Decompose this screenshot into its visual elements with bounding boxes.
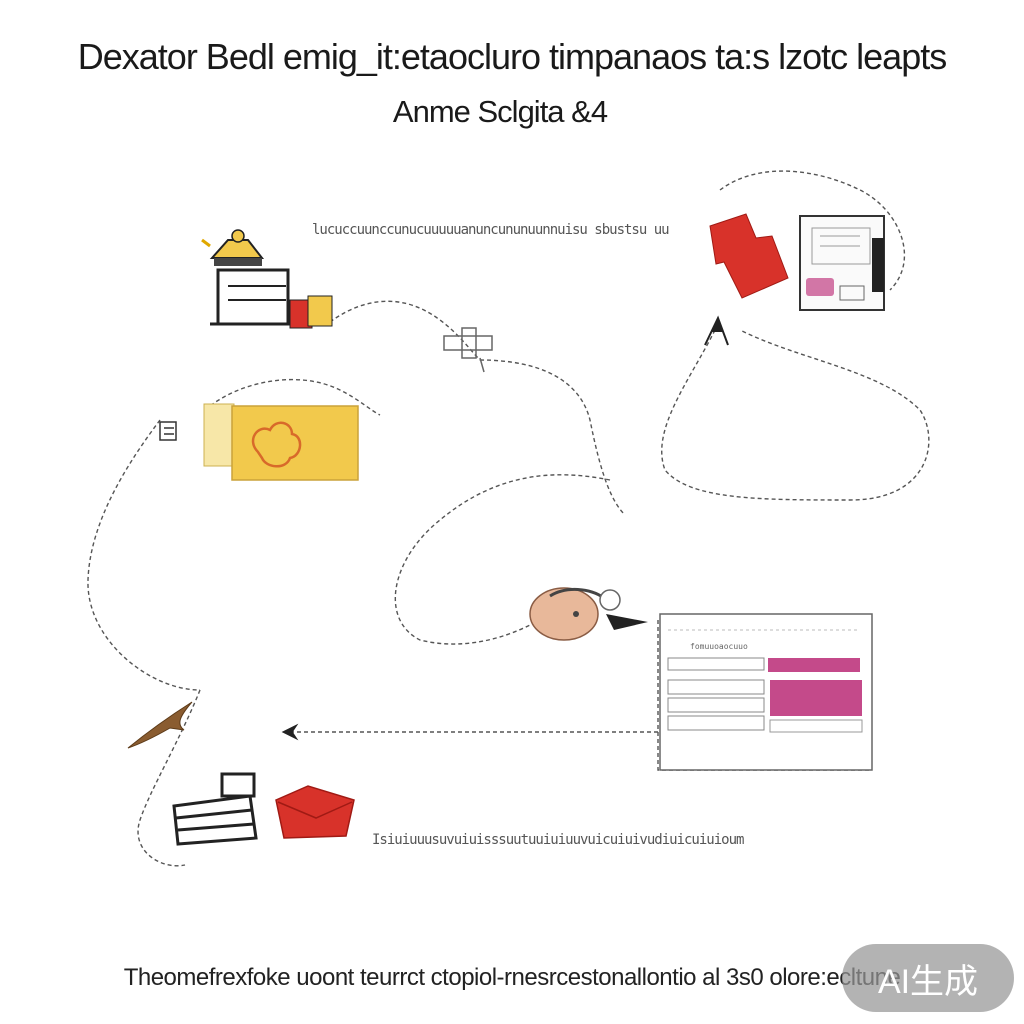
connector-panel-frame bbox=[657, 620, 870, 771]
face-arrow-icon bbox=[529, 587, 648, 641]
connector-plane-down bbox=[479, 359, 626, 516]
connector-desk-to-plane bbox=[329, 300, 481, 361]
yellow-folder-icon bbox=[203, 403, 359, 481]
desk-lamp-icon bbox=[201, 229, 265, 266]
small-tag-icon bbox=[159, 421, 177, 441]
plane-icon bbox=[443, 327, 493, 373]
red-bag-icon bbox=[275, 785, 355, 839]
diagram-title: Dexator Bedl emig_it:etaocluro timpanaos… bbox=[77, 36, 947, 77]
form-panel-icon bbox=[659, 613, 873, 771]
red-container-icon bbox=[709, 213, 789, 299]
connector-right-loop bbox=[661, 329, 930, 501]
arrow-up-right-head bbox=[712, 318, 724, 332]
connector-folder-left bbox=[87, 419, 201, 691]
connector-loop-center bbox=[394, 474, 611, 645]
tablet-form-icon bbox=[799, 215, 885, 311]
connector-top-right-arc bbox=[719, 170, 906, 291]
tray-stack-icon bbox=[172, 772, 258, 846]
bird-icon bbox=[127, 701, 193, 749]
diagram-subtitle: Anme Sclgita &4 bbox=[392, 94, 608, 129]
red-box-icon bbox=[289, 295, 333, 329]
form-panel-label: fomuuoaocuuo bbox=[690, 642, 748, 651]
bottom-scribble-text: Isiuiuuusuvuiuisssuutuuiuiuuvuicuiuivudi… bbox=[372, 832, 744, 848]
connector-left-down bbox=[137, 689, 201, 867]
top-scribble-text: lucuccuunccunucuuuuuanuncununuunnuisu sb… bbox=[312, 222, 670, 238]
connector-folder-top bbox=[204, 378, 381, 416]
diagram-caption: Theomefrexfoke uoont teurrct ctopiol-rne… bbox=[123, 964, 901, 991]
ai-generated-badge: AI生成 bbox=[842, 944, 1014, 1012]
document-stack-icon bbox=[210, 268, 300, 326]
